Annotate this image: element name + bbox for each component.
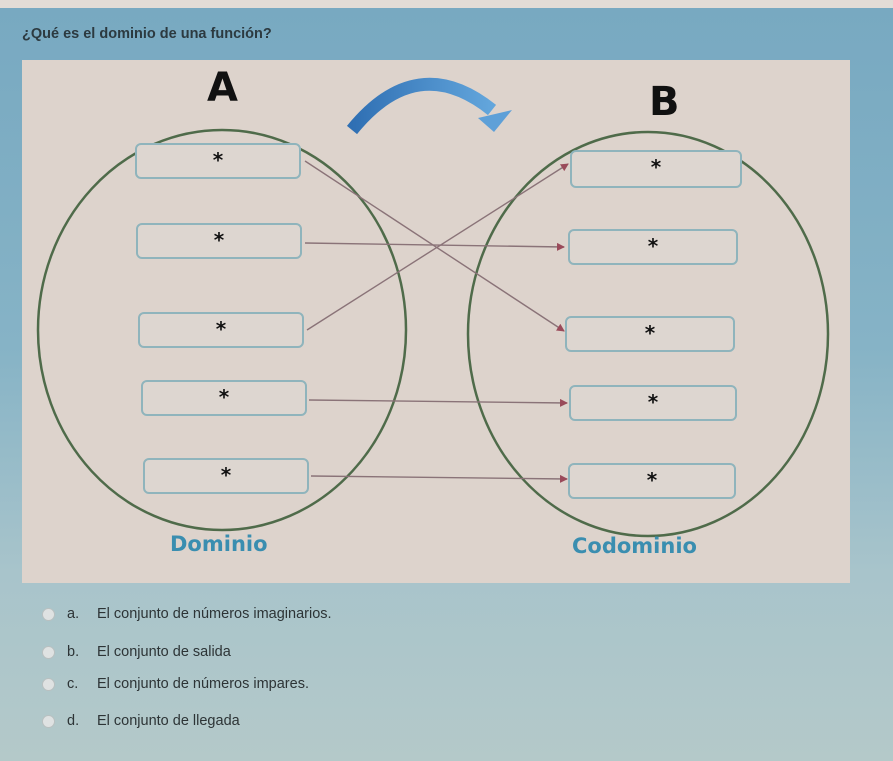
option-c-text: El conjunto de números impares. bbox=[97, 676, 309, 692]
mapping-arrow-a1-b3 bbox=[304, 160, 565, 332]
set-b-element-1: * bbox=[570, 150, 742, 188]
set-a-element-2: * bbox=[136, 223, 302, 259]
set-a-element-1: * bbox=[135, 143, 301, 179]
option-d[interactable]: d. El conjunto de llegada bbox=[42, 713, 240, 729]
mapping-arrow-a5-b5 bbox=[310, 474, 568, 483]
option-c-letter: c. bbox=[67, 676, 79, 692]
option-d-text: El conjunto de llegada bbox=[97, 713, 240, 729]
question-card: ¿Qué es el dominio de una función? bbox=[0, 8, 893, 761]
option-b[interactable]: b. El conjunto de salida bbox=[42, 644, 231, 660]
radio-option-d[interactable] bbox=[42, 714, 55, 728]
set-b-element-2: * bbox=[568, 229, 738, 265]
option-b-text: El conjunto de salida bbox=[97, 644, 231, 660]
radio-option-b[interactable] bbox=[42, 645, 55, 659]
set-b-element-4: * bbox=[569, 385, 737, 421]
option-c[interactable]: c. El conjunto de números impares. bbox=[42, 676, 309, 692]
set-a-element-5: * bbox=[143, 458, 309, 494]
mapping-arrow-a2-b2 bbox=[304, 242, 565, 251]
radio-option-c[interactable] bbox=[42, 677, 55, 691]
set-b-ellipse bbox=[466, 130, 830, 538]
option-a[interactable]: a. El conjunto de números imaginarios. bbox=[42, 606, 332, 622]
option-b-letter: b. bbox=[67, 644, 80, 660]
domain-caption: Dominio bbox=[170, 532, 268, 556]
set-b-element-5: * bbox=[568, 463, 736, 499]
set-b-label: B bbox=[649, 79, 680, 125]
set-b-element-3: * bbox=[565, 316, 735, 352]
mapping-arrow-a3-b1 bbox=[306, 163, 569, 331]
question-title: ¿Qué es el dominio de una función? bbox=[22, 26, 272, 42]
set-a-element-4: * bbox=[141, 380, 307, 416]
function-diagram: A B * * * * * * * * * * Dominio Codomini… bbox=[22, 60, 850, 583]
set-a-ellipse bbox=[36, 128, 408, 532]
mapping-arrow-a4-b4 bbox=[308, 398, 568, 407]
mapping-diagram-graphic bbox=[36, 77, 830, 538]
curved-arrow-icon bbox=[346, 77, 512, 135]
codomain-caption: Codominio bbox=[572, 534, 697, 558]
set-a-element-3: * bbox=[138, 312, 304, 348]
radio-option-a[interactable] bbox=[42, 607, 55, 621]
option-a-text: El conjunto de números imaginarios. bbox=[97, 606, 332, 622]
option-a-letter: a. bbox=[67, 606, 80, 622]
option-d-letter: d. bbox=[67, 713, 80, 729]
set-a-label: A bbox=[207, 65, 238, 111]
